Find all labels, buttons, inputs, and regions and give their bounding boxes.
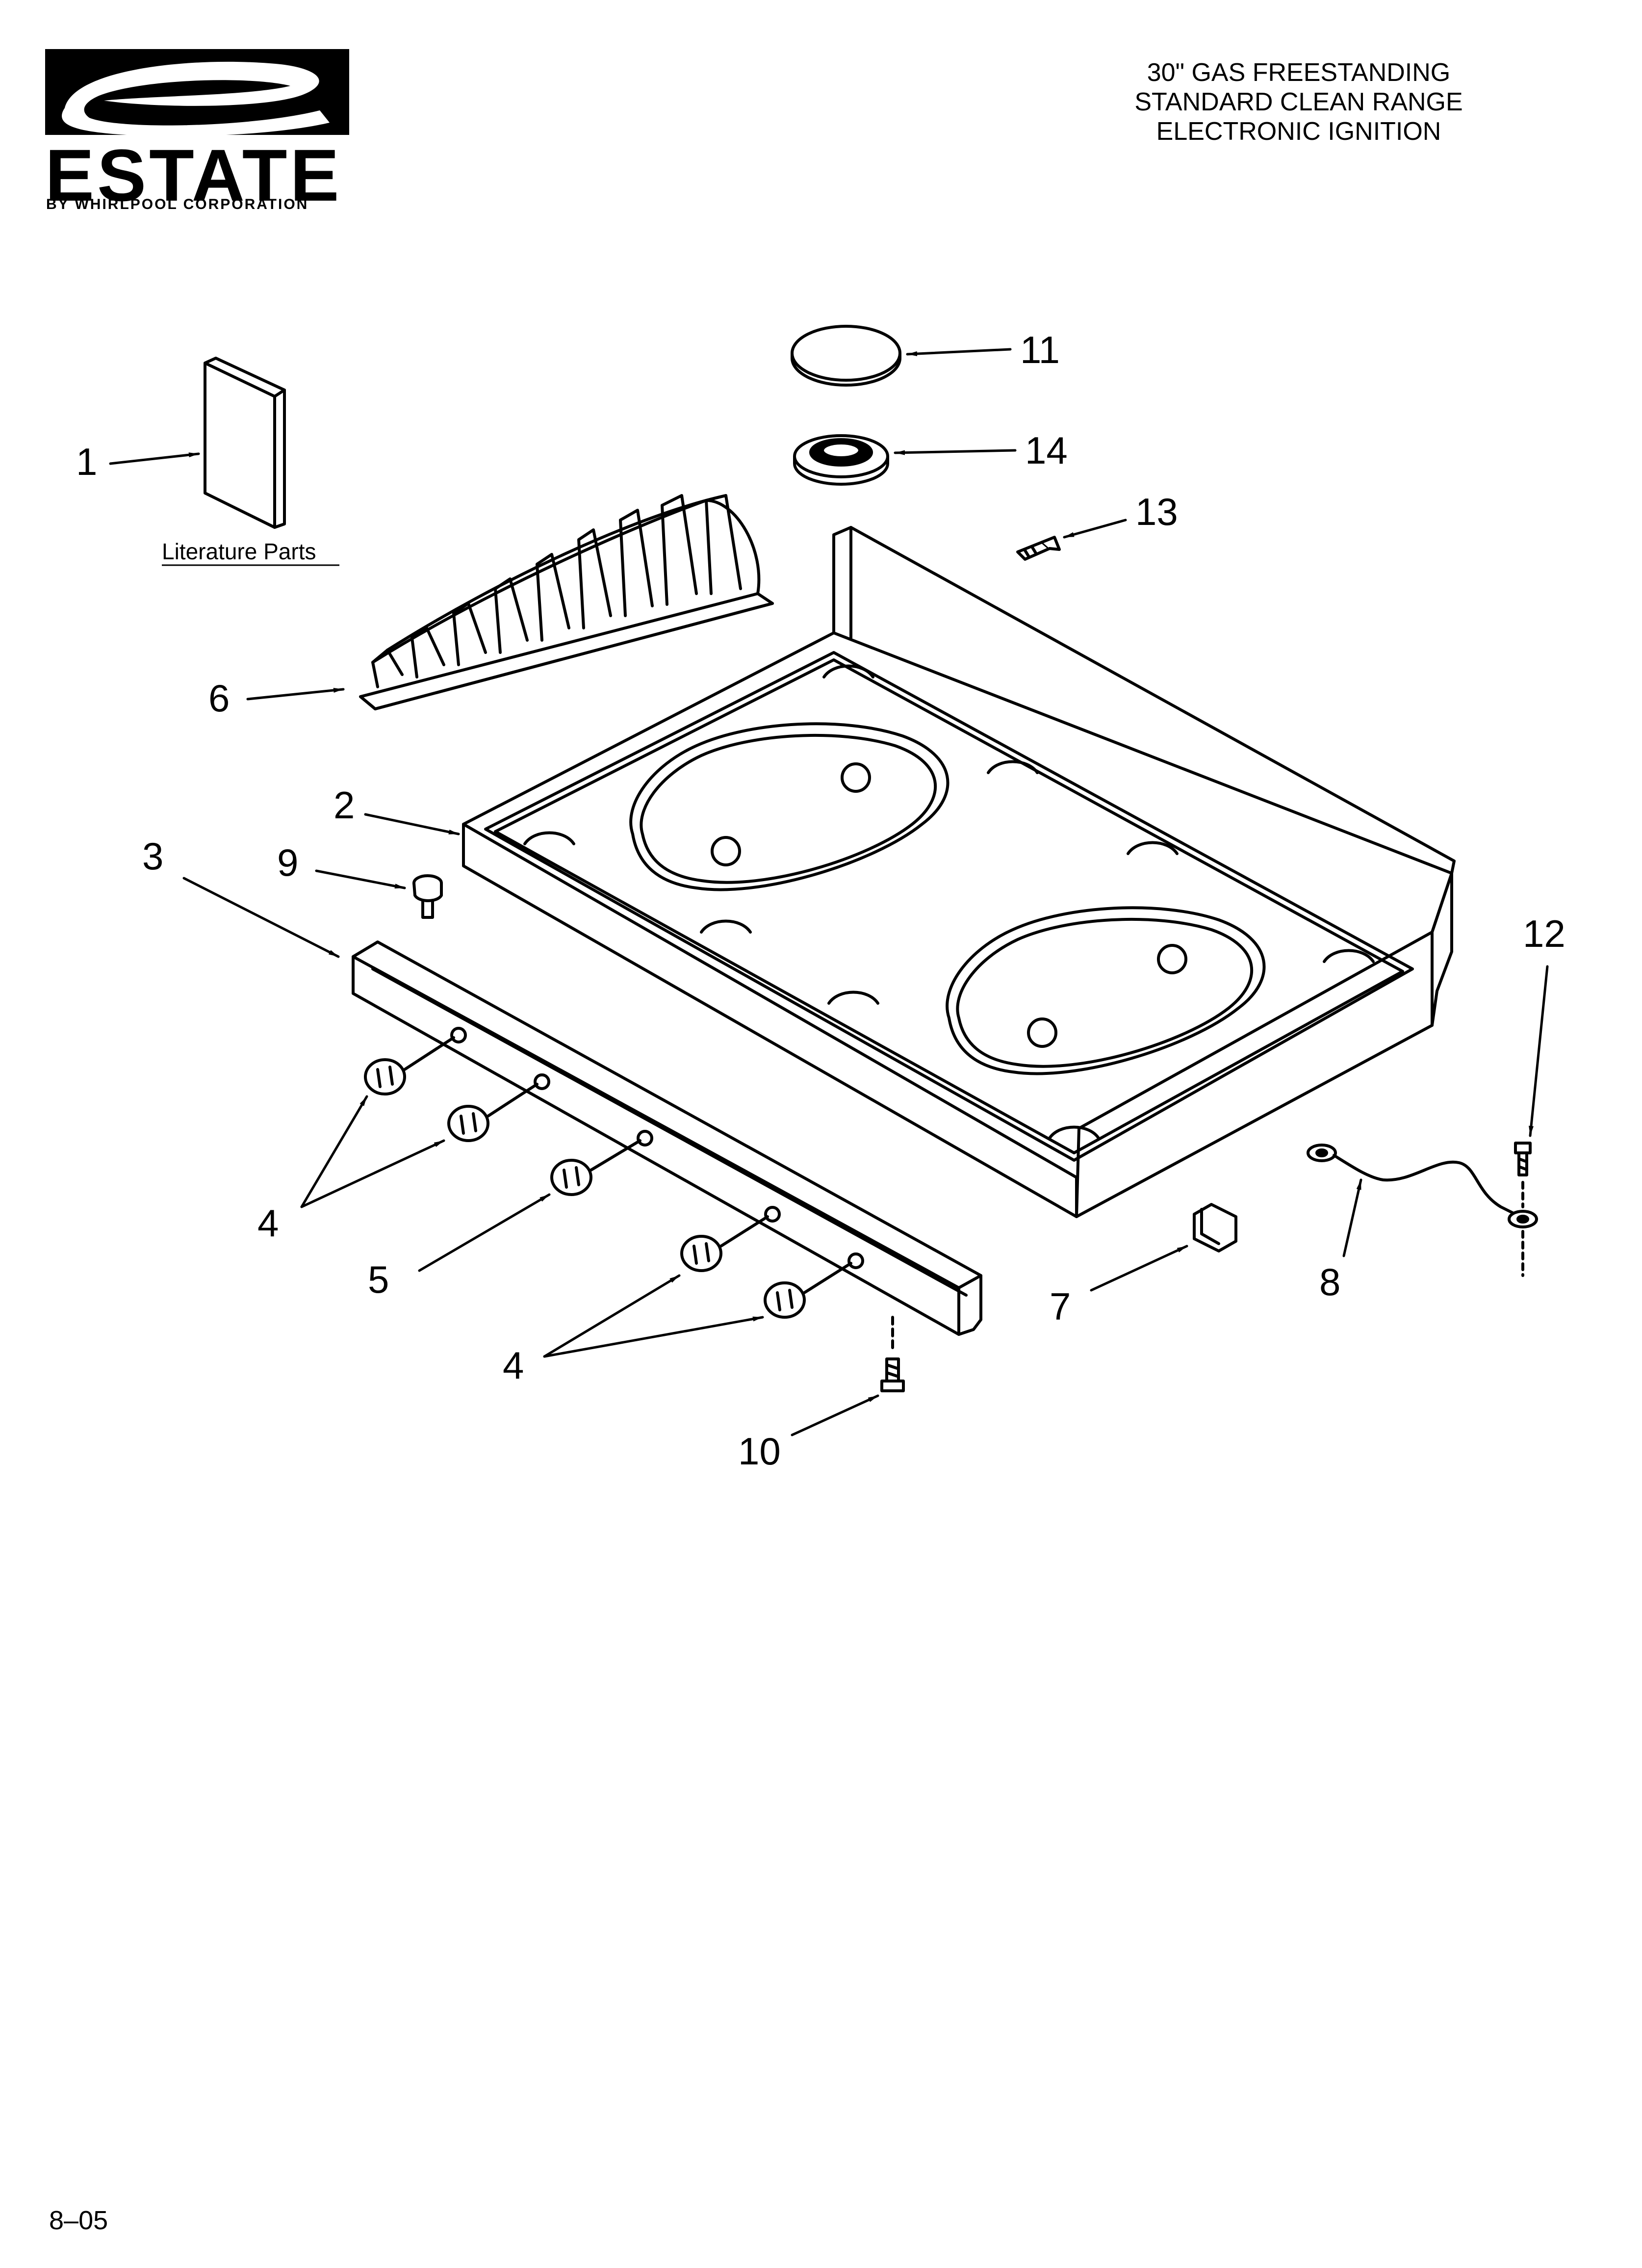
callout-13: 13 [1135, 490, 1178, 533]
control-knob-part [447, 1083, 539, 1142]
brand-subtitle: BY WHIRLPOOL CORPORATION [46, 196, 309, 212]
burner-cap-part [791, 325, 901, 382]
callout-10: 10 [738, 1430, 781, 1473]
title-line-3: ELECTRONIC IGNITION [1156, 117, 1441, 146]
clip-7-part [1193, 1203, 1237, 1252]
surface-grate-part [359, 494, 774, 710]
estate-swoosh-logo-icon [45, 49, 349, 136]
callout-6: 6 [208, 677, 230, 720]
control-knob-part [764, 1262, 852, 1319]
callout-1: 1 [76, 440, 97, 483]
date-code: 8–05 [49, 2206, 108, 2235]
bumper-9-part [412, 874, 443, 919]
callout-12: 12 [1523, 912, 1565, 955]
literature-parts-label: Literature Parts [162, 539, 316, 564]
literature-booklet-part [204, 357, 286, 529]
screw-10-part [880, 1316, 905, 1392]
callout-3: 3 [142, 834, 163, 878]
control-knob-part [680, 1215, 769, 1272]
callout-numbers: 1 2 3 4 4 5 6 7 8 9 10 11 12 13 14 [76, 328, 1565, 1473]
screw-13-part [1016, 536, 1061, 561]
title-line-2: STANDARD CLEAN RANGE [1134, 88, 1463, 116]
ground-wire-8-part [1307, 1144, 1538, 1228]
callout-14: 14 [1025, 429, 1068, 472]
callout-leaders [109, 348, 1549, 1436]
manifold-panel-part [352, 940, 982, 1336]
callout-8: 8 [1319, 1260, 1340, 1303]
brand-logo: ESTATE BY WHIRLPOOL CORPORATION [45, 49, 349, 218]
cooktop-main-top-part [462, 526, 1456, 1218]
exploded-parts-drawing: 1 2 3 4 4 5 6 7 8 9 10 11 12 13 14 Liter… [76, 325, 1565, 1473]
callout-7: 7 [1050, 1285, 1071, 1328]
brand-name: ESTATE [45, 134, 342, 216]
title-line-1: 30" GAS FREESTANDING [1147, 58, 1451, 87]
callout-2: 2 [334, 783, 355, 827]
burner-base-part [793, 434, 889, 486]
callout-4a: 4 [257, 1201, 279, 1245]
diagram-title: 30" GAS FREESTANDING STANDARD CLEAN RANG… [1078, 58, 1519, 146]
callout-11: 11 [1020, 328, 1060, 371]
screw-12-part [1514, 1142, 1532, 1277]
callout-4b: 4 [503, 1344, 524, 1387]
callout-5: 5 [368, 1258, 389, 1301]
control-knob-part [550, 1139, 641, 1196]
control-knob-part [364, 1036, 455, 1095]
callout-9: 9 [277, 841, 298, 884]
